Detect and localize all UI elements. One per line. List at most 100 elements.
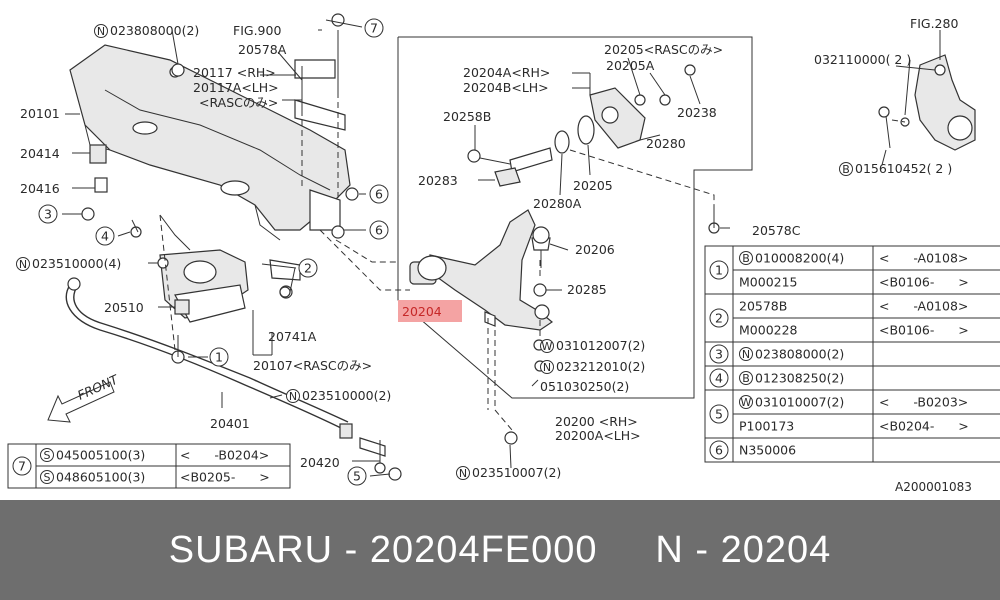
- circled-prefix-icon: N: [540, 360, 554, 374]
- reference-number-6: 6: [369, 184, 389, 204]
- reference-circles: 1 2 3 4 5 6 6 7: [38, 18, 389, 486]
- svg-text:6: 6: [715, 443, 723, 458]
- table-ref-number: 2: [709, 308, 729, 328]
- highlight-label: 20204: [402, 304, 442, 319]
- brand-name: SUBARU: [168, 529, 334, 571]
- callout-label: 20204B<LH>: [463, 80, 549, 95]
- left-hardware-drawing: [81, 63, 518, 445]
- table-range: < -B0204>: [180, 448, 269, 463]
- callout-label: FIG.900: [233, 23, 281, 38]
- svg-text:1: 1: [715, 263, 723, 278]
- table-part-number: N350006: [739, 443, 796, 458]
- svg-text:N: N: [742, 348, 750, 361]
- table-ref-number: 4: [709, 368, 729, 388]
- svg-text:7: 7: [18, 459, 26, 474]
- svg-text:3: 3: [44, 207, 52, 222]
- svg-text:W: W: [741, 396, 752, 409]
- separator: -: [683, 529, 721, 571]
- circled-prefix-icon: B: [739, 371, 753, 385]
- svg-text:N: N: [97, 25, 105, 38]
- svg-text:2: 2: [715, 311, 723, 326]
- reference-number-1: 1: [209, 347, 229, 367]
- callout-label: 20117A<LH>: [193, 80, 279, 95]
- table-ref-number: 1: [709, 260, 729, 280]
- callout-label: 023510000(4): [32, 256, 121, 271]
- svg-text:4: 4: [101, 229, 109, 244]
- callout-label: 023212010(2): [556, 359, 645, 374]
- table-range: <B0204- >: [879, 419, 969, 434]
- table-part-number: 012308250(2): [755, 371, 844, 386]
- table-part-number: P100173: [739, 419, 794, 434]
- dash-line: [159, 214, 176, 351]
- svg-text:B: B: [742, 372, 750, 385]
- callout-label: 20414: [20, 146, 60, 161]
- callout-label: 023510000(2): [302, 388, 391, 403]
- reference-number-7: 7: [364, 18, 384, 38]
- callout-label: 20238: [677, 105, 717, 120]
- callout-label: 031012007(2): [556, 338, 645, 353]
- callout-label: 20741A: [268, 329, 317, 344]
- callout-label: 051030250(2): [540, 379, 629, 394]
- callout-label: 20200A<LH>: [555, 428, 641, 443]
- dash-line: [494, 320, 513, 431]
- separator: -: [333, 529, 370, 571]
- table-part-number: 010008200(4): [755, 251, 844, 266]
- circled-prefix-icon: S: [40, 448, 54, 462]
- table-range: <B0106- >: [879, 275, 969, 290]
- table-range: <B0205- >: [180, 470, 270, 485]
- svg-text:B: B: [842, 163, 850, 176]
- stabilizer-bar-drawing: [65, 277, 402, 481]
- circled-prefix-icon: B: [839, 162, 853, 176]
- part-number: 20204FE000: [369, 529, 598, 571]
- control-arm-drawing: [409, 209, 554, 372]
- dash-line: [569, 149, 715, 215]
- callout-label: <RASCのみ>: [199, 95, 278, 110]
- callout-label: 20578C: [752, 223, 801, 238]
- svg-text:2: 2: [304, 261, 312, 276]
- table-ref-number: 6: [709, 440, 729, 460]
- svg-text:B: B: [742, 252, 750, 265]
- table-range: < -B0203>: [879, 395, 968, 410]
- circled-prefix-icon: N: [286, 389, 300, 403]
- table-part-number: 048605100(3): [56, 470, 145, 485]
- table-range: < -A0108>: [879, 251, 968, 266]
- table-ref-number: 7: [12, 456, 32, 476]
- svg-text:N: N: [459, 467, 467, 480]
- circled-prefix-icon: S: [40, 470, 54, 484]
- footer-title: SUBARU - 20204FE000 N - 20204: [0, 500, 1000, 600]
- table-part-number: 20578B: [739, 299, 787, 314]
- circled-prefix-icon: N: [94, 24, 108, 38]
- callout-label: 20510: [104, 300, 144, 315]
- callout-label: A200001083: [895, 480, 972, 494]
- callout-label: 20420: [300, 455, 340, 470]
- callout-label: 20205<RASCのみ>: [604, 42, 723, 57]
- svg-text:7: 7: [370, 21, 378, 36]
- svg-text:5: 5: [353, 469, 361, 484]
- callout-label: FIG.280: [910, 16, 958, 31]
- callout-label: 20578A: [238, 42, 287, 57]
- callout-label: 20204A<RH>: [463, 65, 550, 80]
- callout-label: 023808000(2): [110, 23, 199, 38]
- svg-text:5: 5: [715, 407, 723, 422]
- callout-label: 20285: [567, 282, 607, 297]
- callout-label: 20280A: [533, 196, 582, 211]
- circled-prefix-icon: W: [739, 395, 753, 409]
- callout-label: 015610452( 2 ): [855, 161, 952, 176]
- dash-line: [891, 119, 906, 123]
- callout-label: 20416: [20, 181, 60, 196]
- reference-number-6: 6: [369, 220, 389, 240]
- crossmember-drawing: [69, 13, 351, 241]
- circled-prefix-icon: N: [16, 257, 30, 271]
- callout-label: 20205A: [606, 58, 655, 73]
- svg-text:S: S: [44, 471, 51, 484]
- svg-text:1: 1: [215, 350, 223, 365]
- table-ref-number: 5: [709, 404, 729, 424]
- callout-label: 20107<RASCのみ>: [253, 358, 372, 373]
- svg-text:N: N: [543, 361, 551, 374]
- table-range: < -A0108>: [879, 299, 968, 314]
